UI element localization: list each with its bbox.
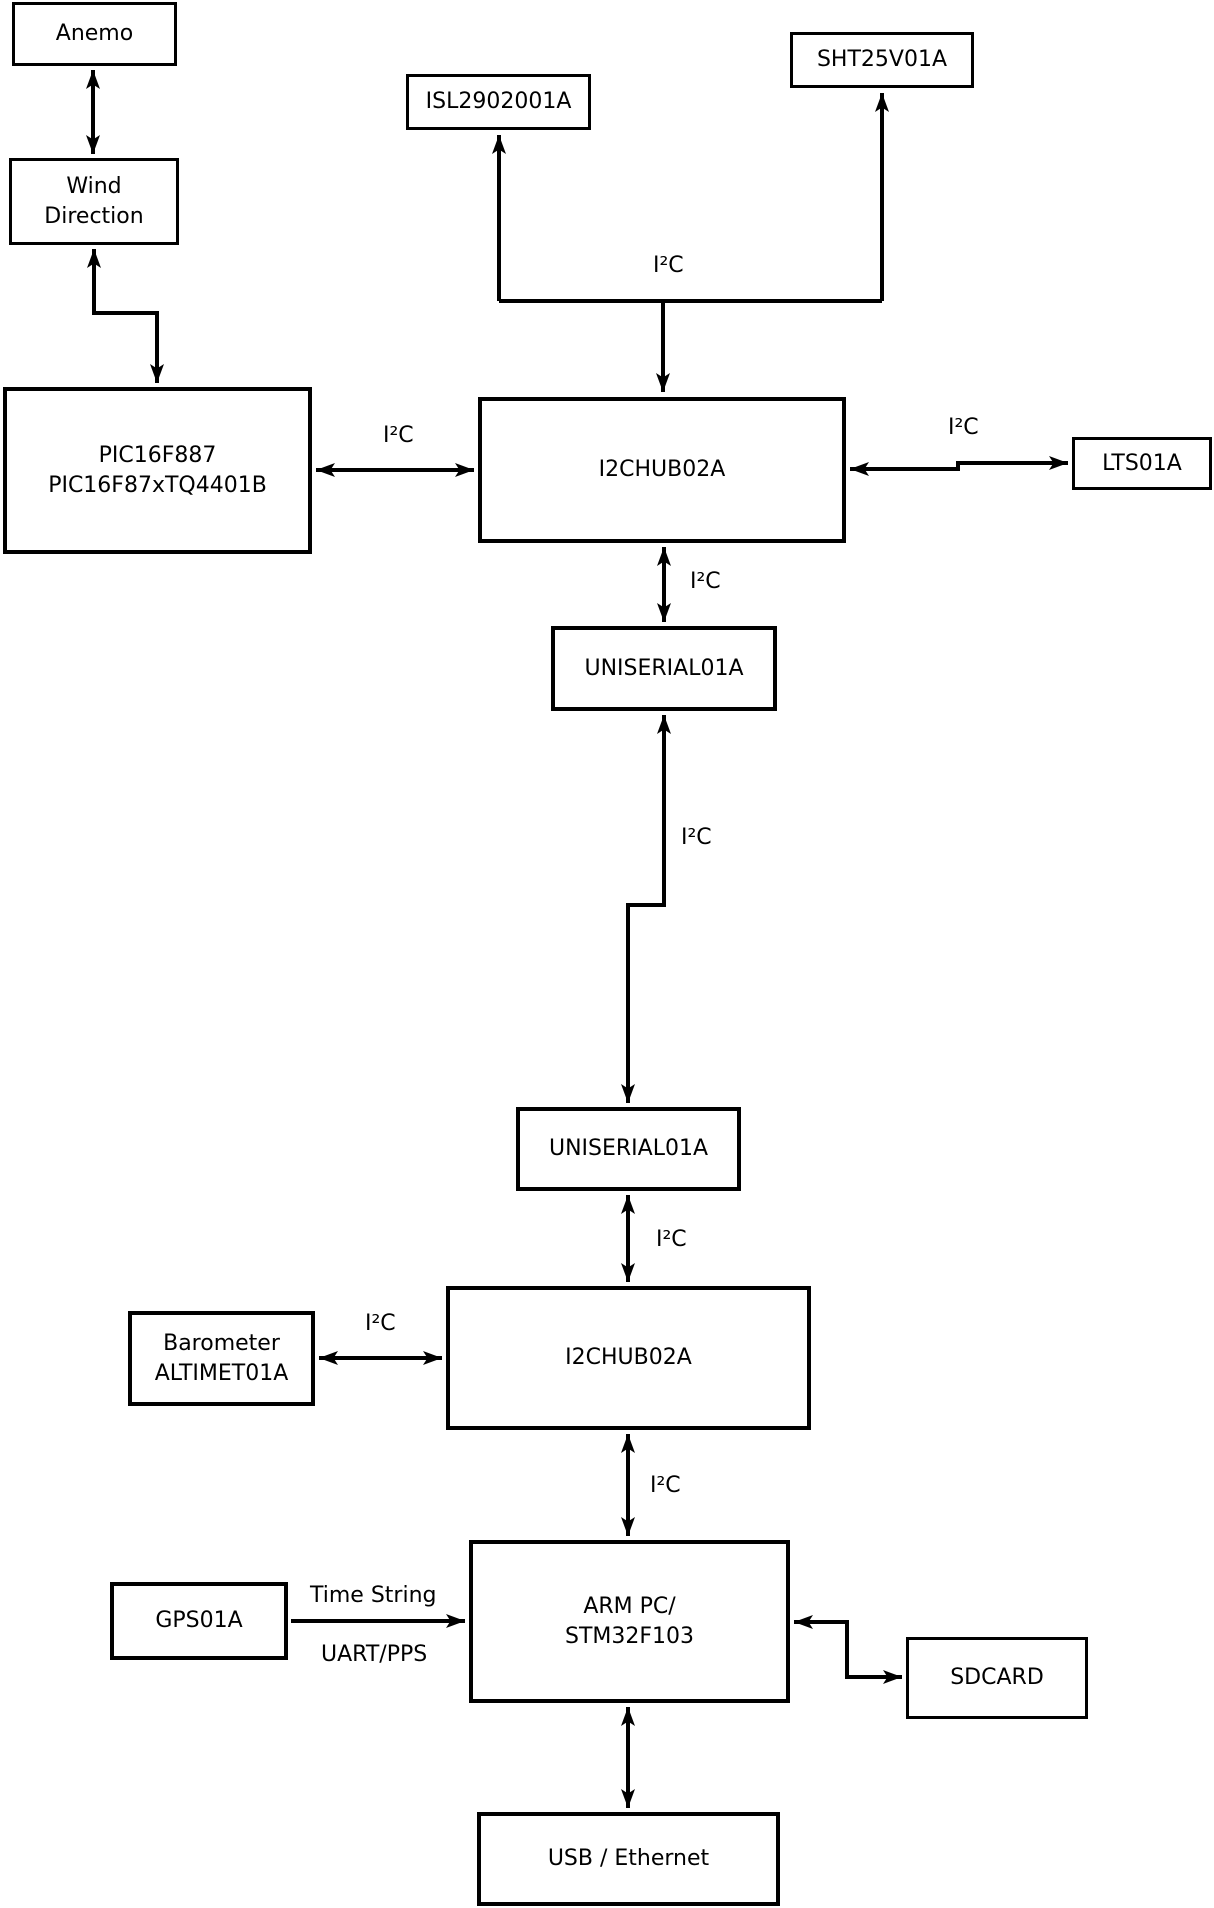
label-i2c-uniserial-hub: I²C [656, 1227, 687, 1252]
node-uniserial01a-top-label: UNISERIAL01A [584, 655, 744, 681]
node-isl2902001a-label: ISL2902001A [425, 89, 572, 115]
node-uniserial01a-bottom-label: UNISERIAL01A [548, 1136, 709, 1162]
node-lts01a: LTS01A [1072, 437, 1212, 490]
node-i2chub02a-bottom-label: I2CHUB02A [565, 1345, 692, 1371]
node-sdcard: SDCARD [906, 1637, 1088, 1719]
label-i2c-hub-uniserial: I²C [690, 569, 721, 594]
node-usb-ethernet: USB / Ethernet [477, 1812, 780, 1906]
node-pic16f887-label-line1: PIC16F887 [98, 443, 217, 469]
label-i2c-hub-lts: I²C [948, 415, 979, 440]
node-barometer-label-line2: ALTIMET01A [154, 1360, 289, 1386]
node-arm-pc-stm32f103: ARM PC/ STM32F103 [469, 1540, 790, 1703]
node-wind-direction: Wind Direction [9, 158, 179, 245]
label-i2c-uniserial-link: I²C [681, 825, 712, 850]
node-uniserial01a-top: UNISERIAL01A [551, 626, 777, 711]
label-i2c-bus: I²C [653, 253, 684, 278]
node-pic16f887: PIC16F887 PIC16F87xTQ4401B [3, 387, 312, 554]
node-i2chub02a-bottom: I2CHUB02A [446, 1286, 811, 1430]
connector-wind-pic [87, 249, 164, 383]
label-uart-pps: UART/PPS [321, 1642, 428, 1667]
node-wind-direction-label-line1: Wind [66, 174, 122, 200]
label-i2c-pic-hub: I²C [383, 423, 414, 448]
node-sht25v01a-label: SHT25V01A [816, 47, 948, 73]
node-uniserial01a-bottom: UNISERIAL01A [516, 1107, 741, 1191]
node-gps01a-label: GPS01A [155, 1608, 243, 1634]
node-barometer-altimet01a: Barometer ALTIMET01A [128, 1311, 315, 1406]
node-barometer-label-line1: Barometer [163, 1331, 280, 1357]
node-arm-label-line1: ARM PC/ [583, 1594, 676, 1620]
node-lts01a-label: LTS01A [1102, 450, 1182, 476]
node-sht25v01a: SHT25V01A [790, 32, 974, 88]
connector-hub-top-lts [850, 456, 1068, 476]
node-i2chub02a-top: I2CHUB02A [478, 397, 846, 543]
label-time-string: Time String [310, 1583, 437, 1608]
connector-arm-sdcard [794, 1615, 902, 1684]
node-arm-label-line2: STM32F103 [564, 1623, 695, 1649]
node-sdcard-label: SDCARD [950, 1665, 1044, 1691]
label-i2c-barometer-hub: I²C [365, 1311, 396, 1336]
node-i2chub02a-top-label: I2CHUB02A [598, 457, 726, 483]
connector-uniserial-link [621, 715, 671, 1103]
node-anemo-label: Anemo [55, 21, 134, 47]
node-pic16f887-label-line2: PIC16F87xTQ4401B [48, 472, 267, 498]
node-wind-direction-label-line2: Direction [44, 203, 144, 229]
node-gps01a: GPS01A [110, 1582, 288, 1660]
label-i2c-hub-arm: I²C [650, 1473, 681, 1498]
node-anemo: Anemo [12, 2, 177, 66]
node-isl2902001a: ISL2902001A [406, 74, 591, 130]
node-usb-ethernet-label: USB / Ethernet [547, 1846, 710, 1872]
